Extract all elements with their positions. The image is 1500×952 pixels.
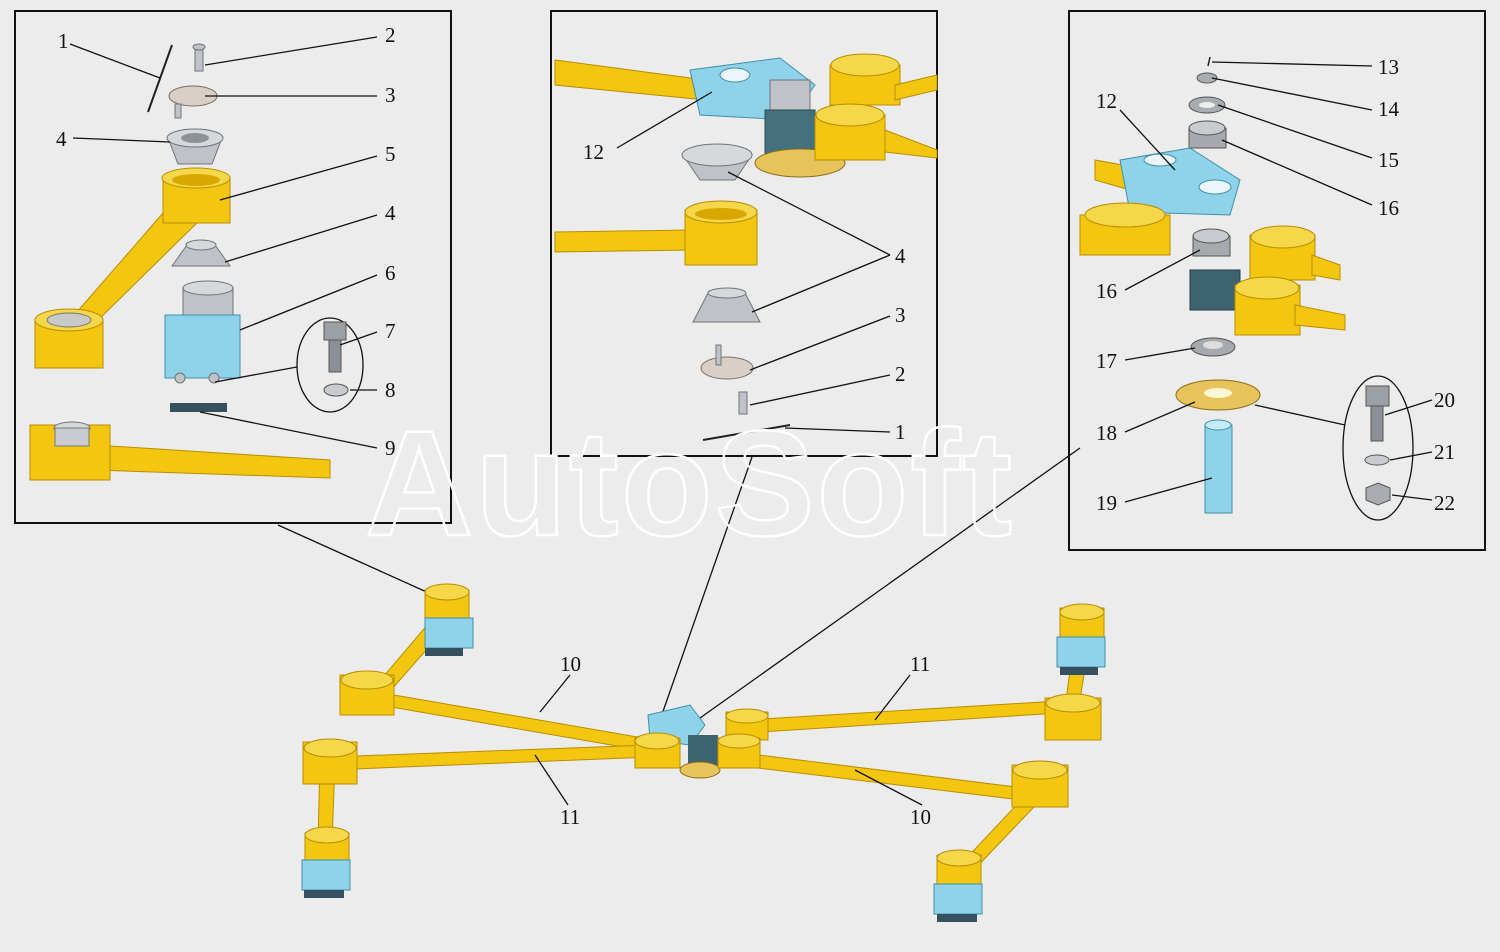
watermark-text: AutoSoft [365,399,1014,567]
callout-left-8: 8 [385,378,396,402]
callout-left-3: 3 [385,83,396,107]
callout-right-12: 12 [1096,89,1117,113]
frame-leader-middle [659,456,753,721]
callout-left-4b: 4 [385,201,396,225]
callout-numbers: 1 2 3 4 5 4 6 7 8 9 12 4 3 2 1 13 14 12 … [56,23,1455,829]
main-arm-10-right [732,751,1041,803]
frame-leader-right [699,447,1081,719]
callout-left-7: 7 [385,319,396,343]
pin-part [194,46,204,72]
frame-leader-left [277,524,441,599]
middle-detail-parts [554,53,938,441]
callout-main-10a: 10 [560,652,581,676]
castle-nut-part [1196,72,1218,84]
fastener-group-ellipse-right [1342,375,1414,521]
callout-right-19: 19 [1096,491,1117,515]
cotter-pin-part [147,44,173,113]
fastener-group-ellipse-left [296,317,364,413]
callout-right-13: 13 [1378,55,1399,79]
callout-middle-4: 4 [895,244,906,268]
callout-right-20: 20 [1434,388,1455,412]
callout-left-2: 2 [385,23,396,47]
callout-leaders [69,36,1433,806]
callout-left-9: 9 [385,436,396,460]
callout-left-1: 1 [58,29,69,53]
callout-right-18: 18 [1096,421,1117,445]
callout-right-16a: 16 [1378,196,1399,220]
callout-left-5: 5 [385,142,396,166]
left-detail-parts [29,43,364,481]
cotter-pin-part-middle [702,424,791,441]
callout-middle-3: 3 [895,303,906,327]
main-arm-11-left [329,744,651,771]
callout-right-22: 22 [1434,491,1455,515]
callout-left-6: 6 [385,261,396,285]
main-assembly [301,583,1106,922]
bracket-body-part [164,314,241,379]
callout-left-4a: 4 [56,127,67,151]
callout-middle-1: 1 [895,420,906,444]
arm-fragment-middle [554,229,691,253]
callout-main-11b: 11 [560,805,580,829]
washer-plate-part-middle [700,356,754,380]
callout-middle-12: 12 [583,140,604,164]
callout-right-15: 15 [1378,148,1399,172]
main-arm-11-right [744,699,1076,734]
main-arm-10-left [361,689,656,753]
callout-right-14: 14 [1378,97,1400,121]
callout-main-10b: 10 [910,805,931,829]
callout-right-21: 21 [1434,440,1455,464]
cotter-pin-part-right [1207,56,1211,67]
callout-right-17: 17 [1096,349,1117,373]
pin-part-middle [738,391,748,415]
shim-plate-part [170,403,227,412]
callout-middle-2: 2 [895,362,906,386]
callout-right-16b: 16 [1096,279,1117,303]
right-detail-parts [1079,56,1414,521]
callout-main-11a: 11 [910,652,930,676]
king-pin-part [1204,424,1233,514]
